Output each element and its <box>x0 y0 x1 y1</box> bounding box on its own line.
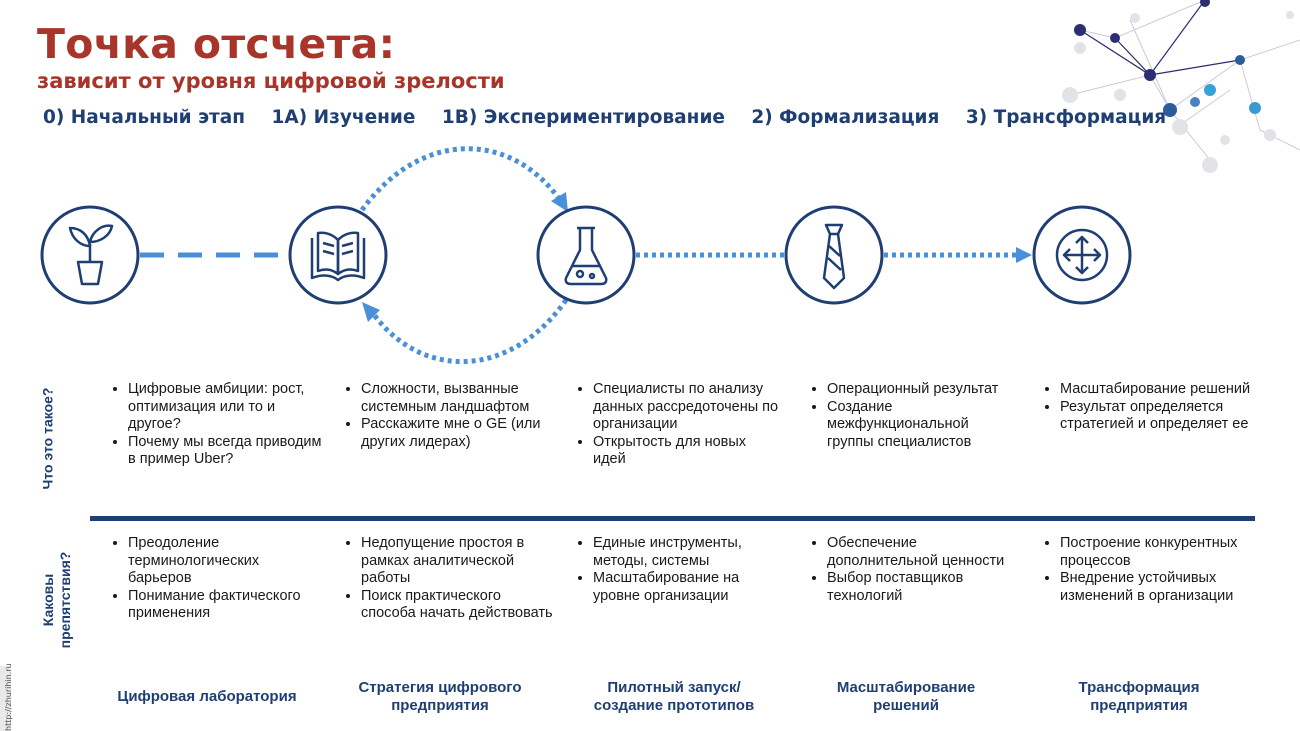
obstacles-column-4: Обеспечение дополнительной ценности Выбо… <box>801 535 1013 605</box>
what-column-4: Операционный результат Создание межфункц… <box>801 381 1013 451</box>
what-column-5: Масштабирование решений Результат опреде… <box>1034 381 1259 434</box>
row-label-obstacles-line1: Каковы <box>40 573 56 627</box>
expand-arrows-icon <box>1055 228 1109 282</box>
list-item: Поиск практического способа начать дейст… <box>361 588 557 623</box>
list-item: Открытость для новых идей <box>593 434 779 469</box>
watermark-text: http://zhurihin.ru <box>4 663 13 731</box>
footer-label-4: Масштабирование решений <box>791 679 1021 715</box>
footer-line: Цифровая лаборатория <box>117 688 297 705</box>
obstacles-column-2: Недопущение простоя в рамках аналитическ… <box>335 535 557 623</box>
obstacles-column-3: Единые инструменты, методы, системы Масш… <box>567 535 779 605</box>
row-label-obstacles-line2: препятствия? <box>57 551 73 649</box>
footer-line: Пилотный запуск/ <box>607 679 741 696</box>
obstacles-column-5: Построение конкурентных процессов Внедре… <box>1034 535 1259 605</box>
what-column-2: Сложности, вызванные системным ландшафто… <box>335 381 563 451</box>
footer-line: Трансформация <box>1078 679 1200 696</box>
page-subtitle: зависит от уровня цифровой зрелости <box>37 69 505 93</box>
list-item: Преодоление терминологических барьеров <box>128 535 302 588</box>
footer-line: предприятия <box>1090 697 1188 714</box>
row-label-obstacles: Каковы препятствия? <box>40 540 74 660</box>
book-icon <box>310 231 366 282</box>
network-decoration <box>1062 0 1300 173</box>
list-item: Недопущение простоя в рамках аналитическ… <box>361 535 557 588</box>
obstacles-column-1: Преодоление терминологических барьеров П… <box>102 535 302 623</box>
list-item: Расскажите мне о GE (или других лидерах) <box>361 416 563 451</box>
plant-icon <box>68 224 114 286</box>
footer-line: Масштабирование <box>836 679 976 696</box>
tie-icon <box>822 223 846 290</box>
stage-2: 2) Формализация <box>751 107 940 128</box>
loop-arrow-top <box>359 146 563 212</box>
row-divider <box>90 516 1255 521</box>
stage-3: 3) Трансформация <box>965 107 1167 128</box>
footer-line: предприятия <box>391 697 489 714</box>
list-item: Почему мы всегда приводим в пример Uber? <box>128 434 330 469</box>
what-column-3: Специалисты по анализу данных рассредото… <box>567 381 779 469</box>
page-title: Точка отсчета: <box>37 20 396 68</box>
footer-label-5: Трансформация предприятия <box>1024 679 1254 715</box>
list-item: Цифровые амбиции: рост, оптимизация или … <box>128 381 330 434</box>
arrow-head <box>1016 247 1032 263</box>
maturity-process-diagram <box>40 146 1132 365</box>
list-item: Специалисты по анализу данных рассредото… <box>593 381 779 434</box>
what-column-1: Цифровые амбиции: рост, оптимизация или … <box>102 381 330 469</box>
list-item: Масштабирование решений <box>1060 381 1259 399</box>
list-item: Построение конкурентных процессов <box>1060 535 1259 570</box>
arrow-head <box>362 302 380 322</box>
list-item: Результат определяется стратегией и опре… <box>1060 399 1259 434</box>
list-item: Понимание фактического применения <box>128 588 302 623</box>
row-label-what: Что это такое? <box>39 387 56 490</box>
loop-arrow-bottom <box>369 298 569 365</box>
list-item: Масштабирование на уровне организации <box>593 570 779 605</box>
stage-1b: 1В) Экспериментирование <box>441 107 725 128</box>
list-item: Сложности, вызванные системным ландшафто… <box>361 381 563 416</box>
stage-0: 0) Начальный этап <box>43 107 246 128</box>
footer-label-3: Пилотный запуск/ создание прототипов <box>559 679 789 715</box>
footer-line: Стратегия цифрового <box>358 679 522 696</box>
flask-icon <box>564 226 608 286</box>
list-item: Операционный результат <box>827 381 1013 399</box>
footer-line: создание прототипов <box>593 697 755 714</box>
stage-list: 0) Начальный этап 1А) Изучение 1В) Экспе… <box>43 107 1186 128</box>
list-item: Выбор поставщиков технологий <box>827 570 1013 605</box>
footer-label-1: Цифровая лаборатория <box>92 688 322 706</box>
footer-line: решений <box>873 697 939 714</box>
list-item: Обеспечение дополнительной ценности <box>827 535 1013 570</box>
watermark-strip <box>0 666 11 731</box>
stage-1a: 1А) Изучение <box>271 107 416 128</box>
list-item: Создание межфункциональной группы специа… <box>827 399 1013 452</box>
footer-label-2: Стратегия цифрового предприятия <box>325 679 555 715</box>
list-item: Единые инструменты, методы, системы <box>593 535 779 570</box>
list-item: Внедрение устойчивых изменений в организ… <box>1060 570 1259 605</box>
arrow-head <box>551 192 568 212</box>
